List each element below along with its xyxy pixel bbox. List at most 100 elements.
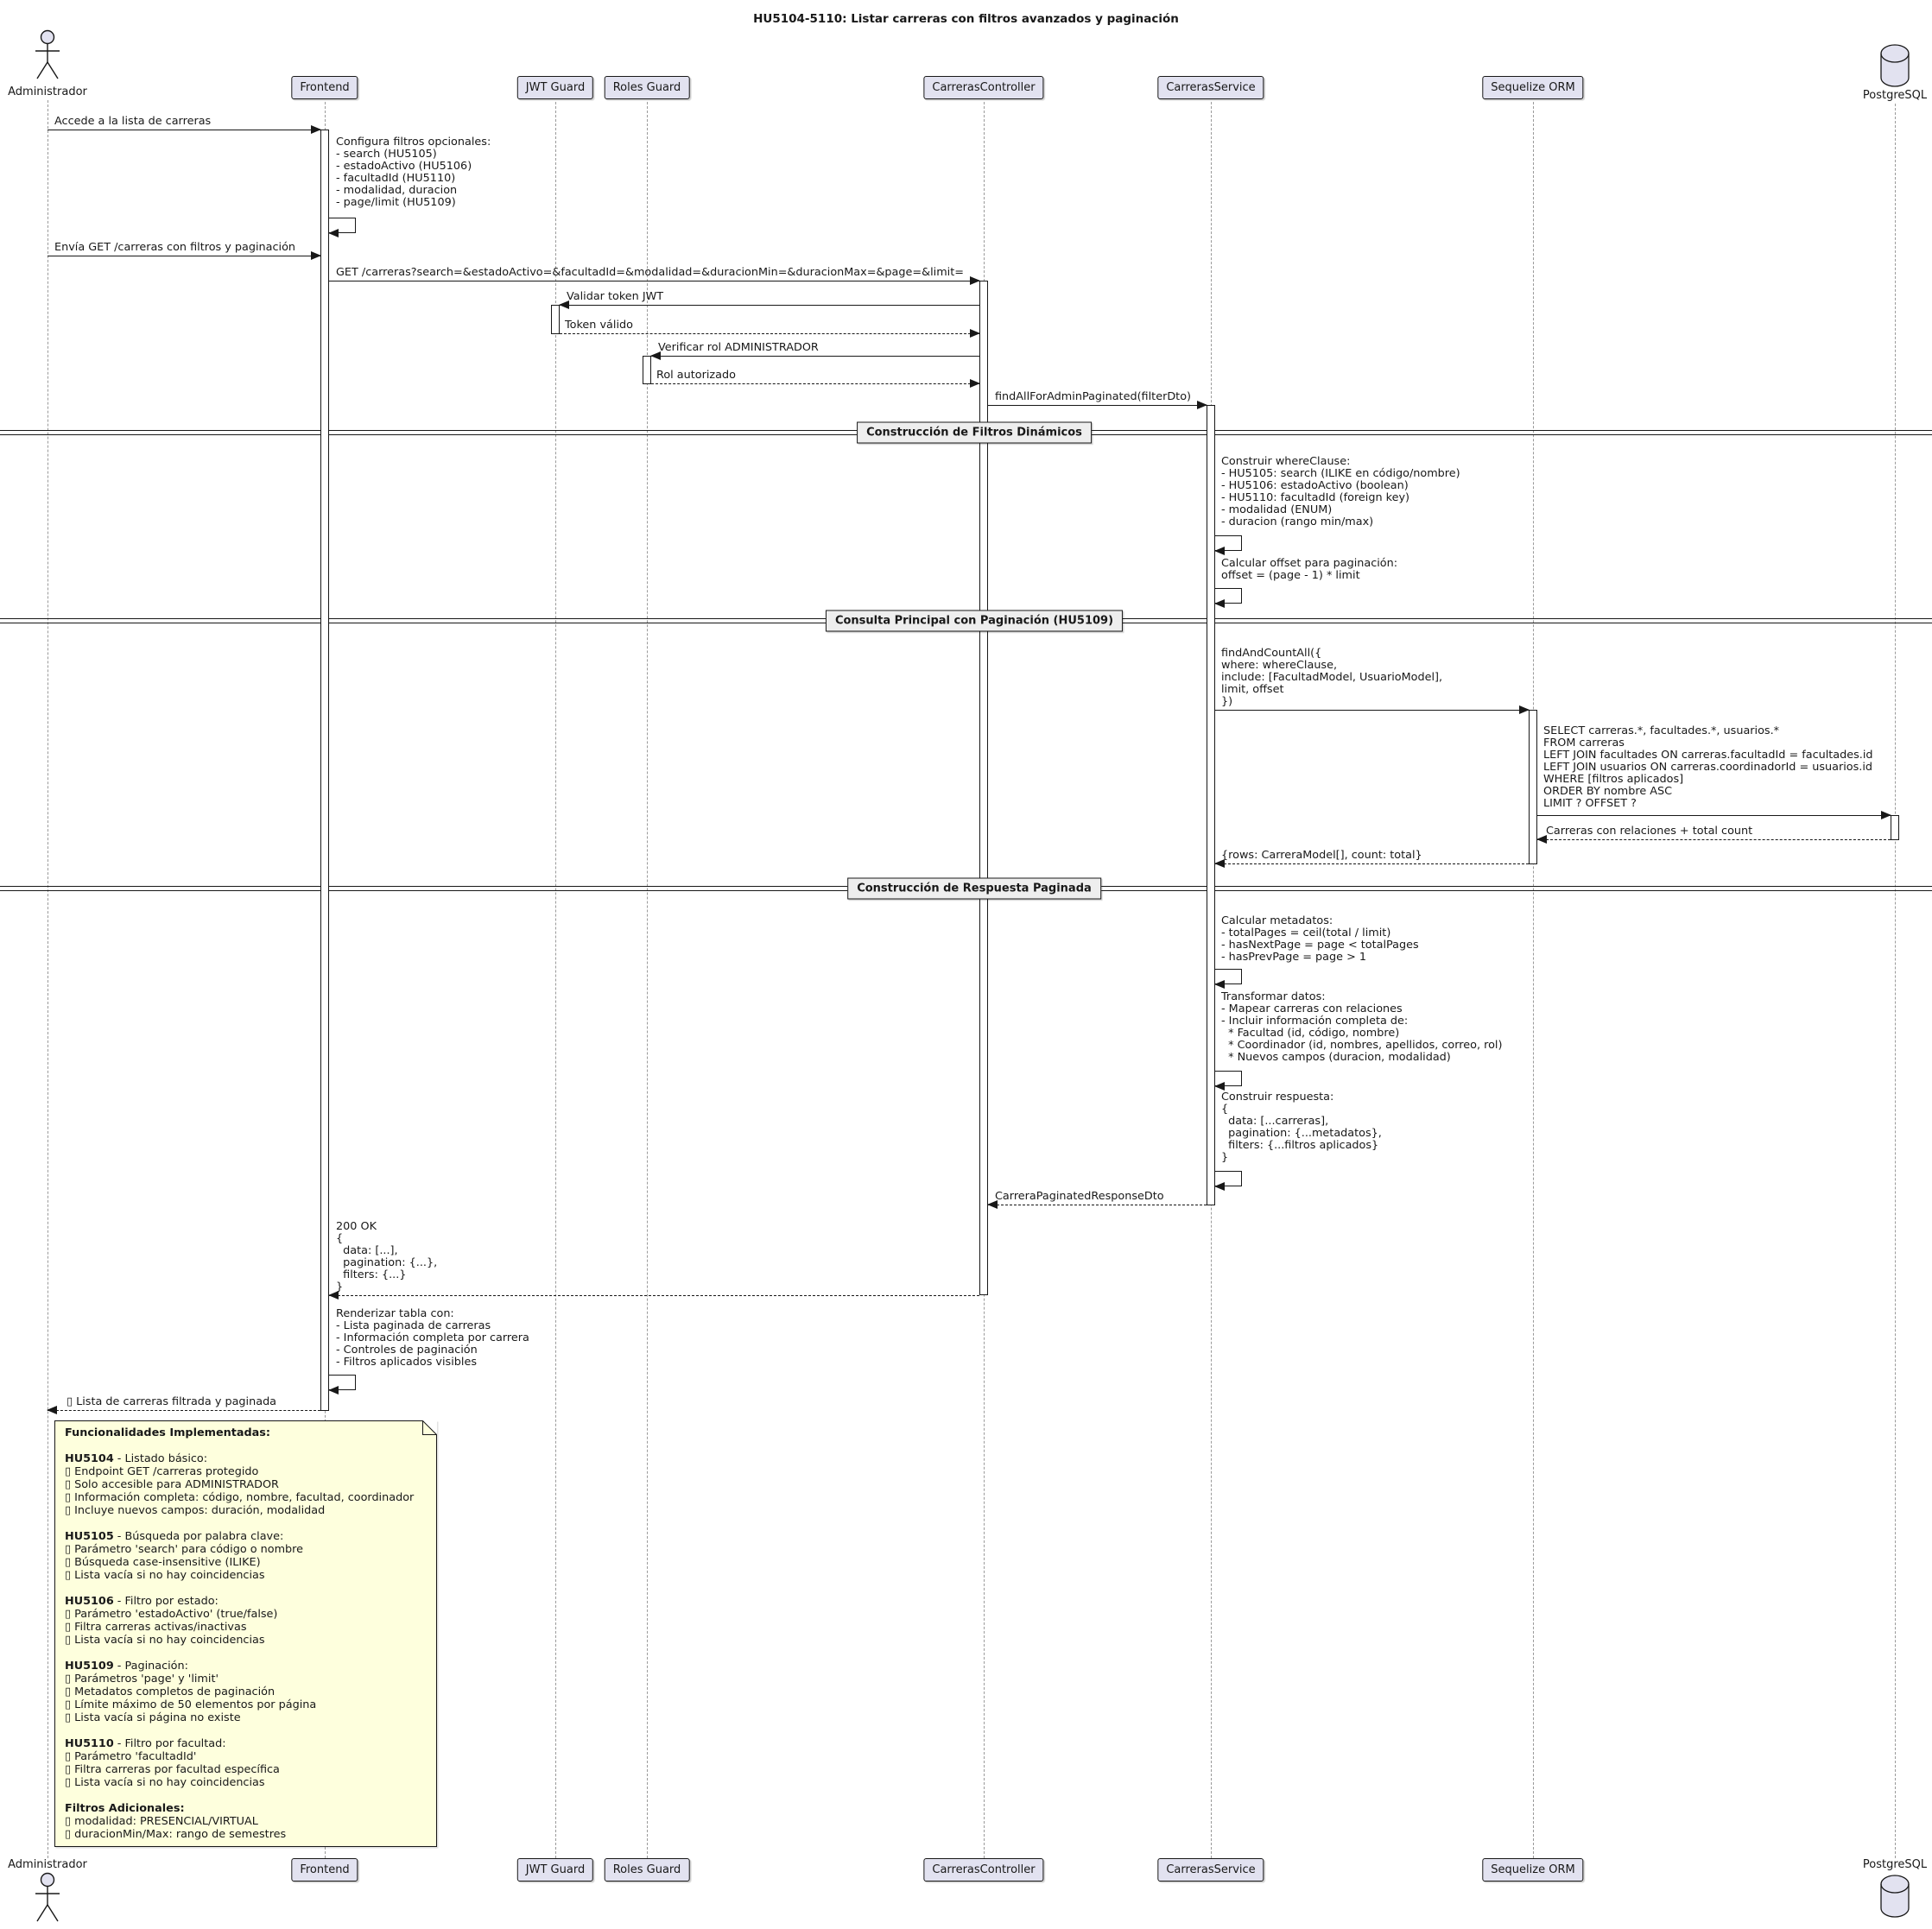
arrowhead-left-icon [328, 1291, 339, 1300]
note-section-items: ▯ Parámetro 'estadoActivo' (true/false) … [65, 1608, 278, 1647]
message-label-lista-final: ▯ Lista de carreras filtrada y paginada [67, 1395, 277, 1408]
arrowhead-right-icon [311, 251, 321, 261]
lifeline-jwt-guard [555, 102, 556, 1858]
arrowhead-left-icon [1214, 1181, 1225, 1191]
message-arrow-carreras-count [1536, 835, 1891, 844]
database-icon [1880, 44, 1910, 87]
activation-frontend [320, 130, 329, 1411]
message-arrow-lista-final [47, 1406, 320, 1415]
self-message-loop-configura [328, 218, 356, 237]
message-label-accede: Accede a la lista de carreras [54, 115, 212, 128]
divider-consulta-principal: Consulta Principal con Paginación (HU510… [825, 610, 1124, 632]
arrowhead-left-icon [559, 300, 569, 310]
participant-frontend-bottom: Frontend [291, 1858, 358, 1882]
arrowhead-right-icon [311, 125, 321, 135]
self-message-construir-where: Construir whereClause: - HU5105: search … [1221, 455, 1460, 528]
participant-carreras-service-bottom: CarrerasService [1157, 1858, 1264, 1882]
lifeline-roles-guard [647, 102, 648, 1858]
message-label-find-and-count: findAndCountAll({ where: whereClause, in… [1221, 647, 1443, 708]
participant-jwt-guard-bottom: JWT Guard [516, 1858, 594, 1882]
arrowhead-left-icon [328, 228, 339, 237]
message-label-rol-autorizado: Rol autorizado [656, 369, 736, 382]
activation-sequelize-orm [1529, 710, 1537, 864]
message-arrow-http-200 [328, 1291, 979, 1300]
self-message-loop-transformar [1214, 1071, 1242, 1091]
participant-administrador-top: Administrador [8, 85, 87, 98]
message-label-http-200: 200 OK { data: [...], pagination: {...},… [336, 1220, 438, 1293]
message-label-sql-query: SELECT carreras.*, facultades.*, usuario… [1543, 724, 1873, 810]
note-funcionalidades: Funcionalidades Implementadas: HU5104 - … [54, 1420, 437, 1847]
message-label-carreras-count: Carreras con relaciones + total count [1546, 825, 1753, 838]
note-title: Funcionalidades Implementadas: [65, 1426, 271, 1439]
participant-carreras-controller-bottom: CarrerasController [923, 1858, 1044, 1882]
activation-postgresql [1891, 815, 1899, 840]
self-message-configura-filtros: Configura filtros opcionales: - search (… [336, 136, 491, 209]
activation-roles-guard [643, 356, 651, 384]
arrowhead-right-icon [1881, 811, 1891, 820]
message-arrow-find-all [988, 401, 1207, 410]
arrowhead-right-icon [970, 329, 980, 338]
note-section-items: ▯ Parámetros 'page' y 'limit' ▯ Metadato… [65, 1673, 317, 1724]
participant-administrador-bottom: Administrador [8, 1858, 87, 1871]
participant-sequelize-orm-bottom: Sequelize ORM [1482, 1858, 1584, 1882]
arrowhead-left-icon [1214, 1081, 1225, 1091]
self-message-calcular-metadatos: Calcular metadatos: - totalPages = ceil(… [1221, 914, 1419, 964]
participant-jwt-guard-top: JWT Guard [516, 76, 594, 99]
note-section-hu5106: HU5106 - Filtro por estado: ▯ Parámetro … [65, 1595, 427, 1647]
self-message-construir-respuesta: Construir respuesta: { data: [...carrera… [1221, 1091, 1382, 1164]
self-message-calcular-offset: Calcular offset para paginación: offset … [1221, 557, 1398, 582]
activation-carreras-controller [979, 281, 988, 1295]
participant-carreras-service-top: CarrerasService [1157, 76, 1264, 99]
message-arrow-rol-autorizado [651, 379, 980, 389]
message-arrow-rows-count [1214, 859, 1529, 869]
message-arrow-validar-token [559, 300, 979, 310]
note-section-items: ▯ Endpoint GET /carreras protegido ▯ Sol… [65, 1465, 415, 1517]
message-label-envia-get: Envía GET /carreras con filtros y pagina… [54, 241, 296, 254]
arrowhead-left-icon [1214, 979, 1225, 989]
note-section-heading: HU5109 - Paginación: [65, 1660, 188, 1673]
note-section-hu5110: HU5110 - Filtro por facultad: ▯ Parámetr… [65, 1737, 427, 1789]
arrowhead-right-icon [970, 276, 980, 286]
arrowhead-left-icon [987, 1200, 998, 1210]
message-label-response-dto: CarreraPaginatedResponseDto [995, 1190, 1164, 1203]
note-section-heading: HU5104 - Listado básico: [65, 1452, 208, 1465]
participant-frontend-top: Frontend [291, 76, 358, 99]
arrowhead-left-icon [1214, 546, 1225, 555]
arrowhead-left-icon [1214, 859, 1225, 869]
self-message-loop-metadatos [1214, 969, 1242, 989]
self-message-renderizar-tabla: Renderizar tabla con: - Lista paginada d… [336, 1307, 529, 1369]
message-label-token-valido: Token válido [565, 319, 633, 332]
arrowhead-left-icon [650, 351, 661, 361]
note-section-hu5105: HU5105 - Búsqueda por palabra clave: ▯ P… [65, 1530, 427, 1582]
message-label-rows-count: {rows: CarreraModel[], count: total} [1221, 849, 1422, 862]
arrowhead-left-icon [328, 1385, 339, 1395]
participant-carreras-controller-top: CarrerasController [923, 76, 1044, 99]
divider-filtros-dinamicos: Construcción de Filtros Dinámicos [857, 421, 1092, 444]
self-message-loop-renderizar [328, 1375, 356, 1395]
divider-respuesta-paginada: Construcción de Respuesta Paginada [847, 877, 1101, 900]
message-arrow-sql-query [1537, 811, 1891, 820]
note-section-items: ▯ modalidad: PRESENCIAL/VIRTUAL ▯ duraci… [65, 1815, 287, 1841]
actor-icon [35, 1872, 60, 1922]
participant-postgresql-bottom: PostgreSQL [1862, 1858, 1928, 1871]
arrowhead-right-icon [1197, 401, 1207, 410]
arrowhead-left-icon [1214, 598, 1225, 608]
participant-sequelize-orm-top: Sequelize ORM [1482, 76, 1584, 99]
message-label-validar-token: Validar token JWT [567, 290, 664, 303]
lifeline-postgresql [1895, 104, 1896, 1858]
note-section-filtros-adicionales: Filtros Adicionales: ▯ modalidad: PRESEN… [65, 1802, 427, 1841]
actor-icon [35, 29, 60, 79]
diagram-title: HU5104-5110: Listar carreras con filtros… [753, 12, 1179, 26]
note-fold-icon [422, 1420, 437, 1435]
arrowhead-right-icon [1519, 705, 1530, 715]
arrowhead-left-icon [47, 1406, 57, 1415]
note-section-hu5109: HU5109 - Paginación: ▯ Parámetros 'page'… [65, 1660, 427, 1724]
message-label-get-request: GET /carreras?search=&estadoActivo=&facu… [336, 266, 964, 279]
message-label-verificar-rol: Verificar rol ADMINISTRADOR [658, 341, 819, 354]
note-section-heading: HU5110 - Filtro por facultad: [65, 1737, 226, 1750]
lifeline-sequelize-orm [1533, 102, 1534, 1858]
self-message-loop-respuesta [1214, 1171, 1242, 1191]
arrowhead-right-icon [970, 379, 980, 389]
message-arrow-verificar-rol [650, 351, 979, 361]
self-message-loop-offset [1214, 588, 1242, 608]
